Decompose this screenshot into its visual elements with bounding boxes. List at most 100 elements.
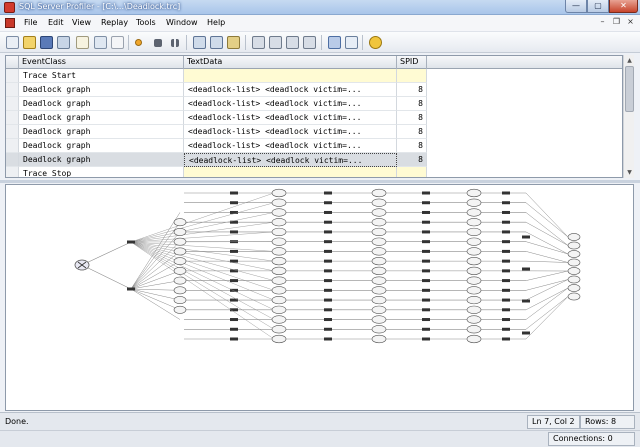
properties-icon[interactable] bbox=[57, 36, 70, 49]
resource-node bbox=[230, 230, 238, 234]
resource-node bbox=[230, 249, 238, 253]
table-row[interactable]: Trace Start bbox=[6, 69, 622, 83]
scroll-thumb[interactable] bbox=[625, 66, 634, 112]
open-icon[interactable] bbox=[23, 36, 36, 49]
victim-cross-mark bbox=[77, 261, 87, 269]
row-selector[interactable] bbox=[6, 69, 19, 83]
maximize-button[interactable]: ▢ bbox=[587, 0, 609, 13]
process-node bbox=[567, 250, 581, 258]
resource-node bbox=[324, 201, 332, 205]
status-message: Done. bbox=[5, 417, 29, 426]
process-node bbox=[466, 266, 482, 275]
cell-eventclass: Deadlock graph bbox=[19, 83, 184, 97]
resource-node bbox=[422, 337, 430, 341]
columns-icon[interactable] bbox=[252, 36, 265, 49]
row-selector[interactable] bbox=[6, 97, 19, 111]
scroll-up-icon[interactable]: ▲ bbox=[627, 57, 632, 64]
menu-view[interactable]: View bbox=[72, 18, 91, 27]
resource-node bbox=[230, 318, 238, 322]
process-node bbox=[371, 325, 387, 334]
child-restore-button[interactable]: ❐ bbox=[612, 17, 621, 26]
row-selector[interactable] bbox=[6, 83, 19, 97]
process-node bbox=[466, 237, 482, 246]
scroll-down-icon[interactable]: ▼ bbox=[627, 169, 632, 176]
table-row[interactable]: Deadlock graph <deadlock-list> <deadlock… bbox=[6, 139, 622, 153]
row-selector[interactable] bbox=[6, 153, 19, 167]
template-icon[interactable] bbox=[345, 36, 358, 49]
help-icon[interactable] bbox=[369, 36, 382, 49]
cell-eventclass: Deadlock graph bbox=[19, 139, 184, 153]
cell-textdata: <deadlock-list> <deadlock victim=... bbox=[184, 83, 397, 97]
process-node bbox=[466, 208, 482, 217]
table-row[interactable]: Deadlock graph <deadlock-list> <deadlock… bbox=[6, 97, 622, 111]
process-node bbox=[466, 188, 482, 198]
cell-eventclass: Trace Stop bbox=[19, 167, 184, 177]
graph-edge bbox=[525, 241, 569, 255]
row-selector[interactable] bbox=[6, 125, 19, 139]
status-bar: Done. Ln 7, Col 2 Rows: 8 bbox=[0, 412, 640, 430]
toolbar-separator bbox=[245, 35, 246, 50]
find-text-icon[interactable] bbox=[111, 36, 124, 49]
find-icon[interactable] bbox=[76, 36, 89, 49]
save-icon[interactable] bbox=[40, 36, 53, 49]
table-row[interactable]: Trace Stop bbox=[6, 167, 622, 177]
stop-icon[interactable] bbox=[154, 39, 162, 47]
menu-edit[interactable]: Edit bbox=[48, 18, 64, 27]
grid-vertical-scrollbar[interactable]: ▲ ▼ bbox=[623, 55, 634, 178]
process-node bbox=[371, 198, 387, 207]
cell-textdata: <deadlock-list> <deadlock victim=... bbox=[184, 153, 397, 167]
row-selector[interactable] bbox=[6, 167, 19, 177]
process-node bbox=[271, 188, 287, 198]
close-button[interactable]: ✕ bbox=[609, 0, 638, 13]
resource-node bbox=[522, 267, 530, 271]
clear-icon[interactable] bbox=[94, 36, 107, 49]
column-header-eventclass[interactable]: EventClass bbox=[19, 56, 184, 69]
pane-splitter[interactable] bbox=[0, 180, 640, 183]
graph-edge bbox=[525, 296, 569, 330]
menu-tools[interactable]: Tools bbox=[136, 18, 156, 27]
process-node bbox=[271, 198, 287, 207]
process-node bbox=[173, 266, 187, 275]
resource-node bbox=[422, 327, 430, 331]
process-node bbox=[173, 286, 187, 295]
column-header-textdata[interactable]: TextData bbox=[184, 56, 397, 69]
row-selector[interactable] bbox=[6, 139, 19, 153]
resource-node bbox=[230, 210, 238, 214]
events-icon[interactable] bbox=[286, 36, 299, 49]
resource-node bbox=[230, 259, 238, 263]
table-row[interactable]: Deadlock graph <deadlock-list> <deadlock… bbox=[6, 125, 622, 139]
table-row-selected[interactable]: Deadlock graph <deadlock-list> <deadlock… bbox=[6, 153, 622, 167]
menu-window[interactable]: Window bbox=[166, 18, 198, 27]
monitor-icon[interactable] bbox=[328, 36, 341, 49]
table-row[interactable]: Deadlock graph <deadlock-list> <deadlock… bbox=[6, 83, 622, 97]
child-close-button[interactable]: × bbox=[627, 17, 634, 26]
run-icon[interactable] bbox=[135, 39, 142, 46]
trace-event-grid[interactable]: EventClass TextData SPID Trace Start Dea… bbox=[5, 55, 623, 178]
new-trace-icon[interactable] bbox=[6, 36, 19, 49]
cell-textdata: <deadlock-list> <deadlock victim=... bbox=[184, 97, 397, 111]
group-icon[interactable] bbox=[303, 36, 316, 49]
deadlock-graph[interactable] bbox=[6, 185, 634, 411]
step-icon[interactable] bbox=[193, 36, 206, 49]
filter-icon[interactable] bbox=[269, 36, 282, 49]
menu-replay[interactable]: Replay bbox=[101, 18, 129, 27]
graph-edge bbox=[130, 288, 181, 311]
breakpoint-icon[interactable] bbox=[210, 36, 223, 49]
resource-node bbox=[324, 288, 332, 292]
menu-file[interactable]: File bbox=[24, 18, 38, 27]
menu-help[interactable]: Help bbox=[207, 18, 226, 27]
menu-bar: File Edit View Replay Tools Window Help … bbox=[0, 15, 640, 32]
run-to-cursor-icon[interactable] bbox=[227, 36, 240, 49]
document-icon[interactable] bbox=[5, 18, 15, 28]
deadlock-graph-pane[interactable] bbox=[5, 184, 634, 411]
minimize-button[interactable]: — bbox=[565, 0, 587, 13]
column-header-spid[interactable]: SPID bbox=[397, 56, 427, 69]
resource-node bbox=[230, 288, 238, 292]
graph-edge bbox=[130, 241, 275, 330]
resource-node bbox=[324, 210, 332, 214]
process-node bbox=[271, 315, 287, 324]
table-row[interactable]: Deadlock graph <deadlock-list> <deadlock… bbox=[6, 111, 622, 125]
row-selector[interactable] bbox=[6, 111, 19, 125]
pause-icon[interactable] bbox=[171, 39, 179, 47]
child-minimize-button[interactable]: – bbox=[600, 17, 605, 26]
